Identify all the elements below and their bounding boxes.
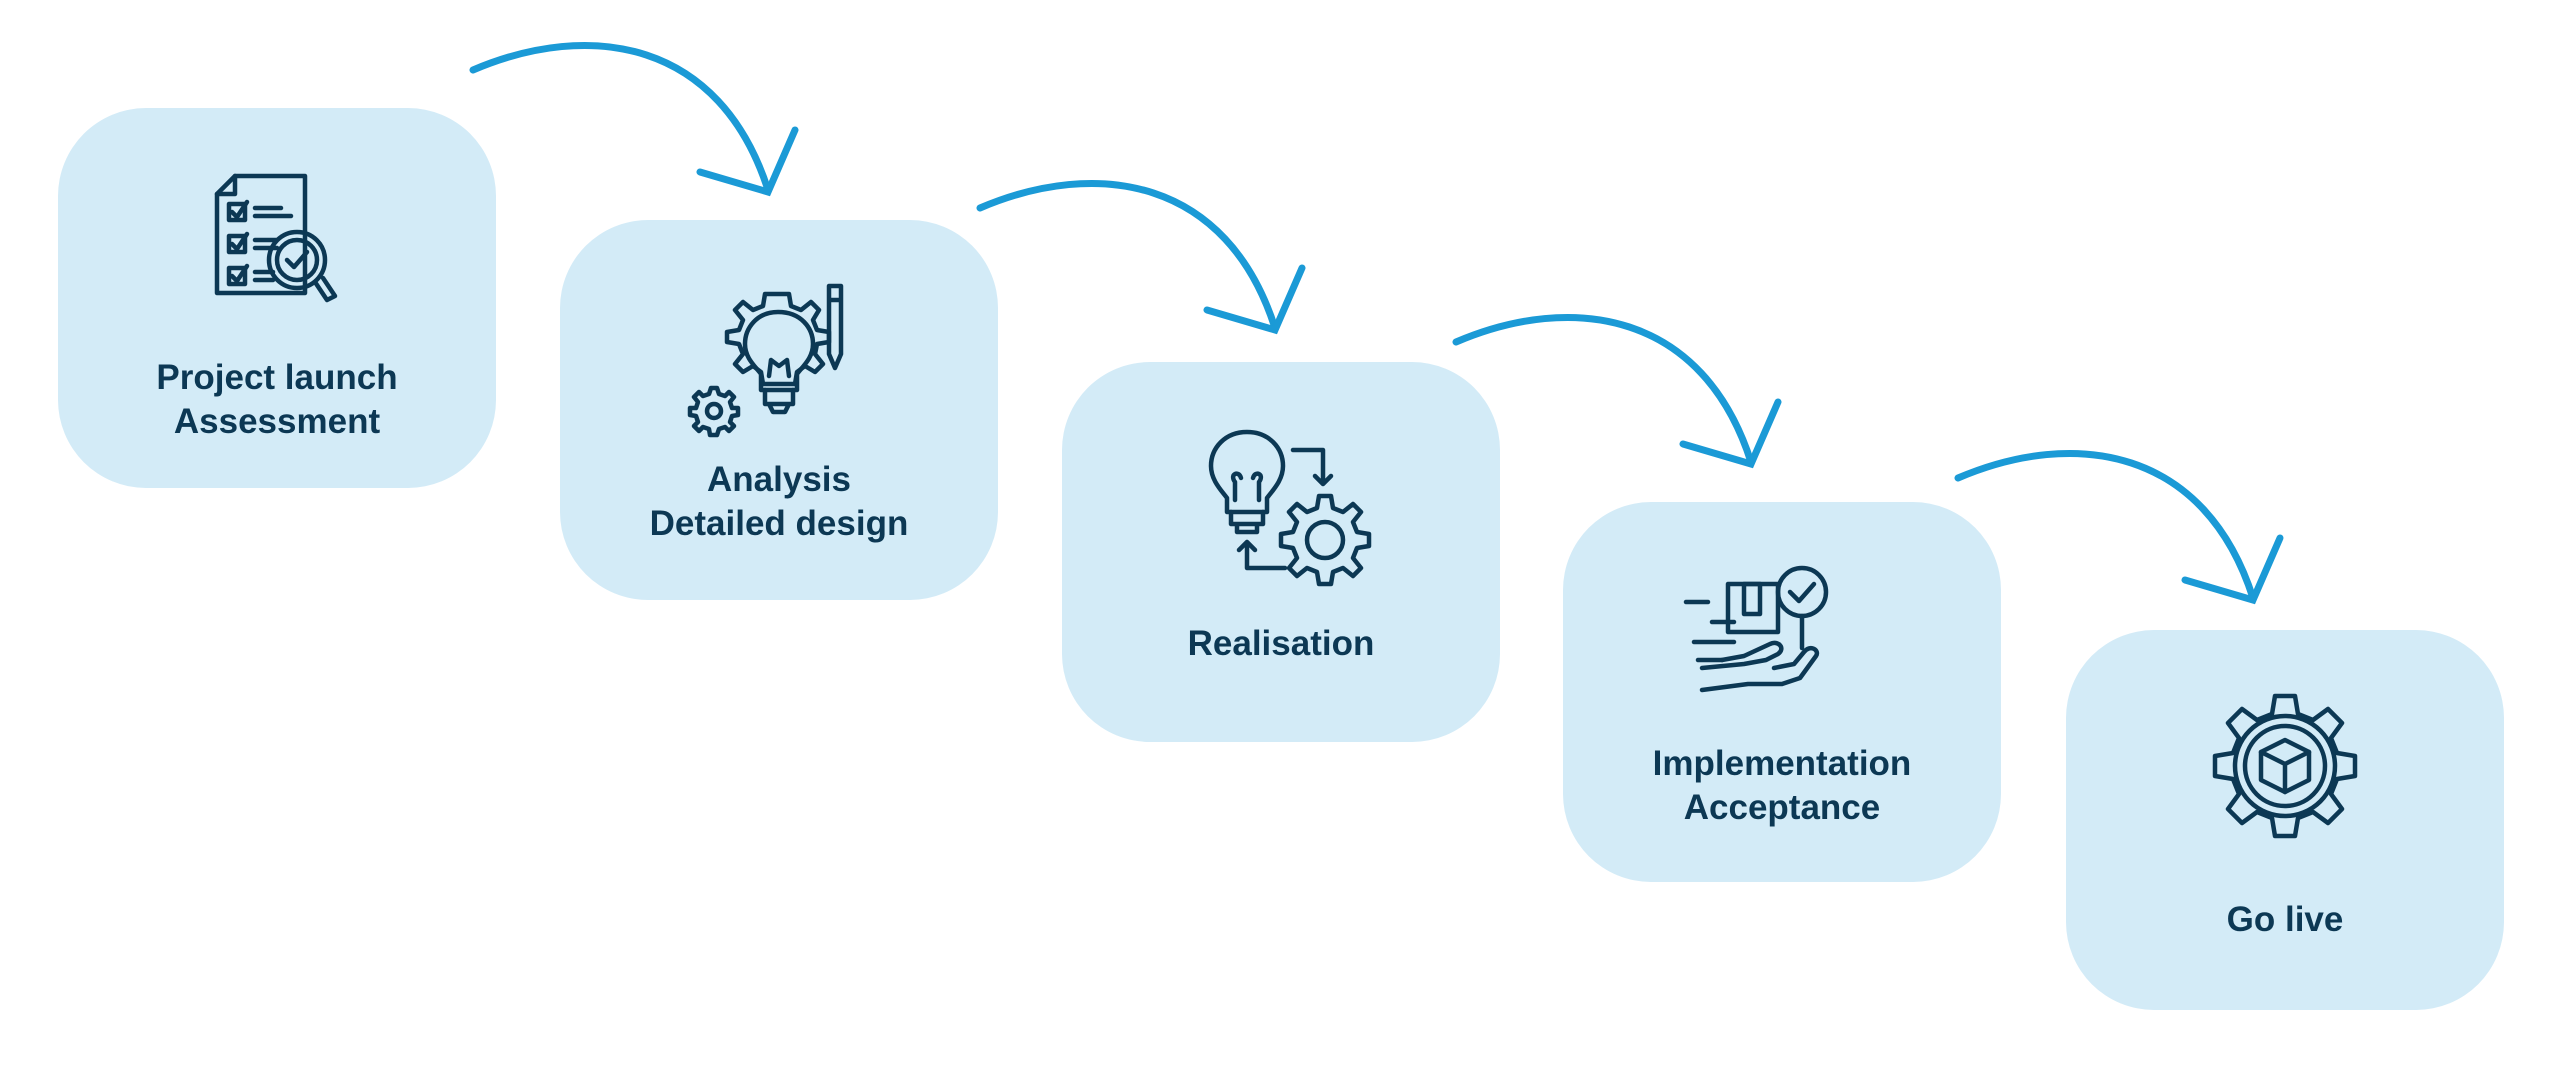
hand-delivery-check-icon bbox=[1682, 564, 1882, 734]
curved-arrow-icon bbox=[976, 180, 1306, 335]
step-label: Analysis Detailed design bbox=[560, 458, 998, 546]
step-title-line-2: Acceptance bbox=[1683, 788, 1881, 827]
step-label: Realisation bbox=[1062, 622, 1500, 666]
gear-cube-icon bbox=[2185, 690, 2385, 860]
step-card-go-live: Go live bbox=[2066, 630, 2504, 1010]
step-label: Go live bbox=[2066, 898, 2504, 942]
idea-to-gear-cycle-icon bbox=[1181, 424, 1381, 594]
curved-arrow-icon bbox=[1954, 450, 2284, 605]
step-title-line-2: Assessment bbox=[173, 402, 381, 441]
curved-arrow-icon bbox=[1452, 314, 1782, 469]
step-title-line-1: Analysis bbox=[707, 460, 851, 499]
step-title-line-2: Detailed design bbox=[649, 504, 909, 543]
step-title-line-1: Realisation bbox=[1187, 624, 1375, 663]
step-title-line-1: Implementation bbox=[1652, 744, 1912, 783]
step-card-analysis: Analysis Detailed design bbox=[560, 220, 998, 600]
step-card-implementation: Implementation Acceptance bbox=[1563, 502, 2001, 882]
step-title-line-1: Project launch bbox=[156, 358, 398, 397]
step-card-realisation: Realisation bbox=[1062, 362, 1500, 742]
curved-arrow-icon bbox=[469, 42, 799, 197]
step-label: Implementation Acceptance bbox=[1563, 742, 2001, 830]
step-title-line-1: Go live bbox=[2226, 900, 2344, 939]
step-label: Project launch Assessment bbox=[58, 356, 496, 444]
step-card-project-launch: Project launch Assessment bbox=[58, 108, 496, 488]
lightbulb-gear-pencil-icon bbox=[679, 280, 879, 450]
checklist-magnifier-icon bbox=[177, 168, 377, 338]
